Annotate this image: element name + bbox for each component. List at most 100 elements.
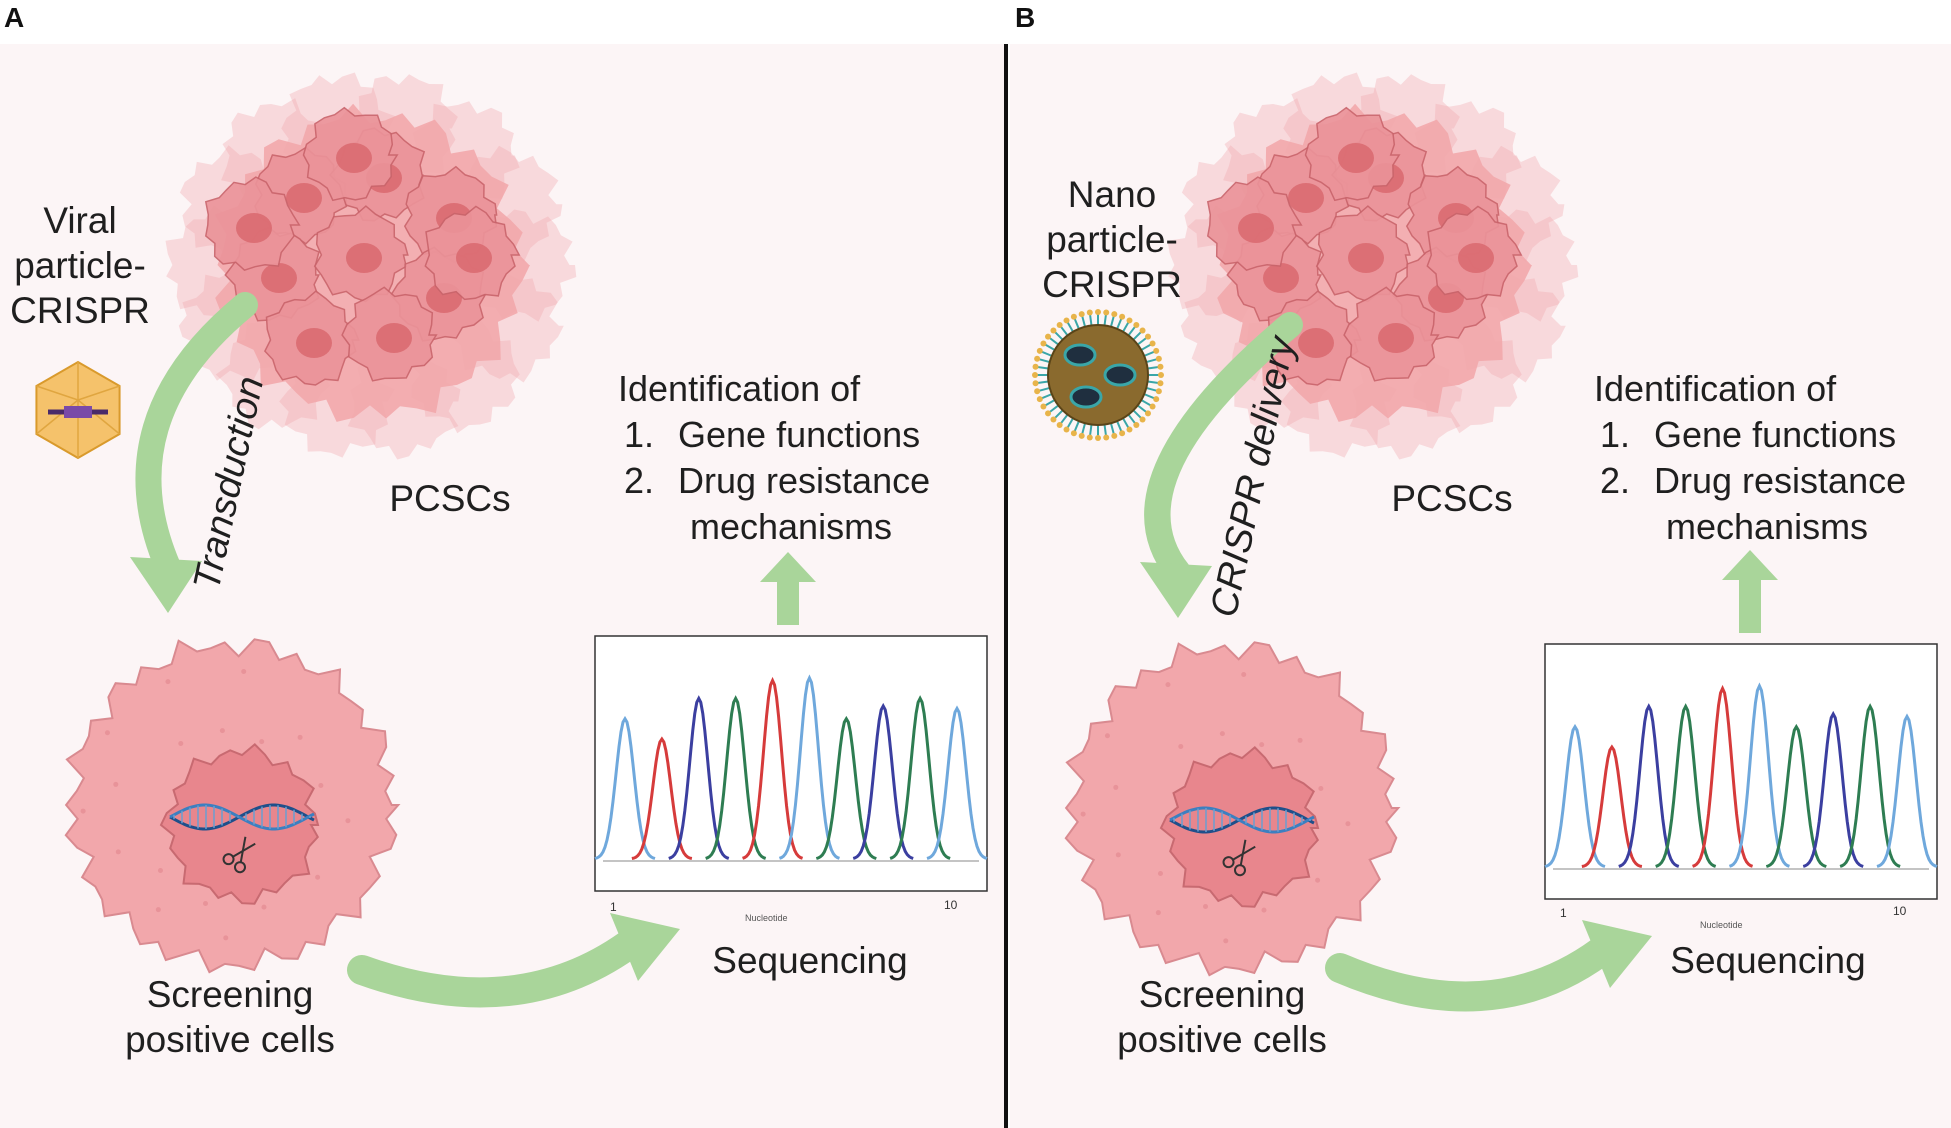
lipid-head — [1095, 309, 1101, 315]
crispr-payload — [1103, 363, 1137, 387]
cell-nucleus — [1288, 183, 1324, 213]
cytoplasm-dot — [1165, 682, 1171, 688]
lipid-head — [1155, 388, 1162, 395]
arrow-head — [610, 913, 680, 981]
scissors-handle — [222, 853, 235, 866]
cytoplasm-dot — [155, 907, 161, 913]
lipid-head — [1070, 313, 1077, 320]
chromatogram-peak — [778, 674, 840, 860]
cell-nucleus — [159, 743, 320, 905]
cytoplasm-dot — [202, 900, 208, 906]
chromatogram-peak — [1876, 713, 1938, 868]
lipid-head — [1056, 322, 1063, 329]
cytoplasm-dot — [1259, 742, 1265, 748]
lipid-head — [1103, 434, 1110, 441]
plot-frame — [1544, 643, 1938, 900]
lipid-head — [1032, 363, 1039, 370]
cell-nucleus — [346, 243, 382, 273]
lipid-head — [1111, 311, 1118, 318]
cell-nucleus — [1348, 243, 1384, 273]
arrow-shaft — [1325, 937, 1615, 1012]
chromatogram-peak — [1581, 744, 1643, 868]
dna-strand — [169, 803, 315, 831]
lipid-head — [1144, 333, 1151, 340]
lipid-tail — [1103, 424, 1108, 437]
lipid-head — [1119, 430, 1126, 437]
cell-nucleus — [456, 243, 492, 273]
cytoplasm-dot — [157, 868, 163, 874]
lipid-head — [1034, 355, 1041, 362]
lipid-head — [1045, 333, 1052, 340]
arrow-shaft — [1739, 578, 1761, 633]
panel-divider — [1004, 44, 1008, 1128]
screening-label-b: Screening positive cells — [1117, 974, 1327, 1060]
scissors-icon — [222, 836, 256, 874]
cytoplasm-dot — [1297, 737, 1303, 743]
chromatogram-peak — [1802, 710, 1864, 868]
lipid-tail — [1127, 325, 1137, 336]
cytoplasm-dot — [297, 734, 303, 740]
cluster-label-a: PCSCs — [389, 478, 511, 519]
lipid-tail — [1109, 423, 1116, 436]
lipid-tail — [1109, 314, 1116, 327]
lipid-tail — [1080, 314, 1087, 327]
chromatogram-peak — [631, 736, 693, 860]
panel-letter-a: A — [4, 2, 25, 33]
cell-nucleus — [1159, 746, 1320, 908]
plot-axis-label-a: Nucleotide — [745, 913, 788, 923]
arrow-head — [1722, 550, 1778, 580]
cytoplasm-dot — [1223, 938, 1229, 944]
lipid-tail — [1143, 350, 1156, 357]
cell-nucleus — [261, 263, 297, 293]
lipid-tail — [1132, 330, 1143, 341]
cytoplasm-dot — [113, 781, 119, 787]
cytoplasm-dot — [80, 808, 86, 814]
sequencing-chromatogram — [594, 635, 988, 892]
lipid-tail — [1036, 380, 1049, 385]
curved-arrow — [1325, 920, 1652, 1012]
chromatogram-peak — [1618, 703, 1680, 868]
cytoplasm-dot — [345, 818, 351, 824]
cytoplasm-dot — [1345, 821, 1351, 827]
dna-strand — [1169, 806, 1315, 834]
arrow-shaft — [347, 930, 643, 1008]
lipid-tail — [1116, 420, 1123, 433]
cytoplasm-dot — [1178, 744, 1184, 750]
lipid-head — [1144, 410, 1151, 417]
cell-nucleus — [1238, 213, 1274, 243]
cytoplasm-dot — [1241, 672, 1247, 678]
chromatogram-peak — [1544, 723, 1606, 868]
plot-tick-start-a: 1 — [610, 900, 617, 914]
lipid-head — [1036, 396, 1043, 403]
chromatogram-peak — [1765, 723, 1827, 868]
arrow-shaft — [777, 580, 799, 625]
identification-item-2-cont: mechanisms — [690, 506, 893, 547]
sequencing-chromatogram — [1544, 643, 1938, 900]
cytoplasm-dot — [219, 728, 225, 734]
lipid-tail — [1122, 320, 1130, 333]
arrow-head — [760, 552, 816, 582]
curved-arrow — [130, 292, 258, 613]
arrow-head — [130, 557, 202, 613]
cell-nucleus — [1458, 243, 1494, 273]
lipid-tail — [1122, 417, 1130, 430]
cytoplasm-dot — [1202, 903, 1208, 909]
lipid-tail — [1073, 317, 1080, 330]
identification-block-a: Identification of 1.Gene functions 2.Dru… — [618, 366, 930, 550]
lipid-head — [1149, 403, 1156, 410]
cytoplasm-dot — [1080, 811, 1086, 817]
identification-title: Identification of — [1594, 368, 1837, 409]
lipid-head — [1139, 416, 1146, 423]
dna-strand — [1169, 806, 1315, 834]
lipid-tail — [1053, 409, 1064, 420]
lipid-tail — [1088, 313, 1093, 326]
lipid-head — [1153, 347, 1160, 354]
lipid-head — [1139, 327, 1146, 334]
lipid-head — [1034, 388, 1041, 395]
lipid-head — [1158, 372, 1164, 378]
lipid-head — [1078, 311, 1085, 318]
curved-arrow — [347, 913, 680, 1008]
cytoplasm-dot — [1113, 784, 1119, 790]
lipid-head — [1032, 380, 1039, 387]
